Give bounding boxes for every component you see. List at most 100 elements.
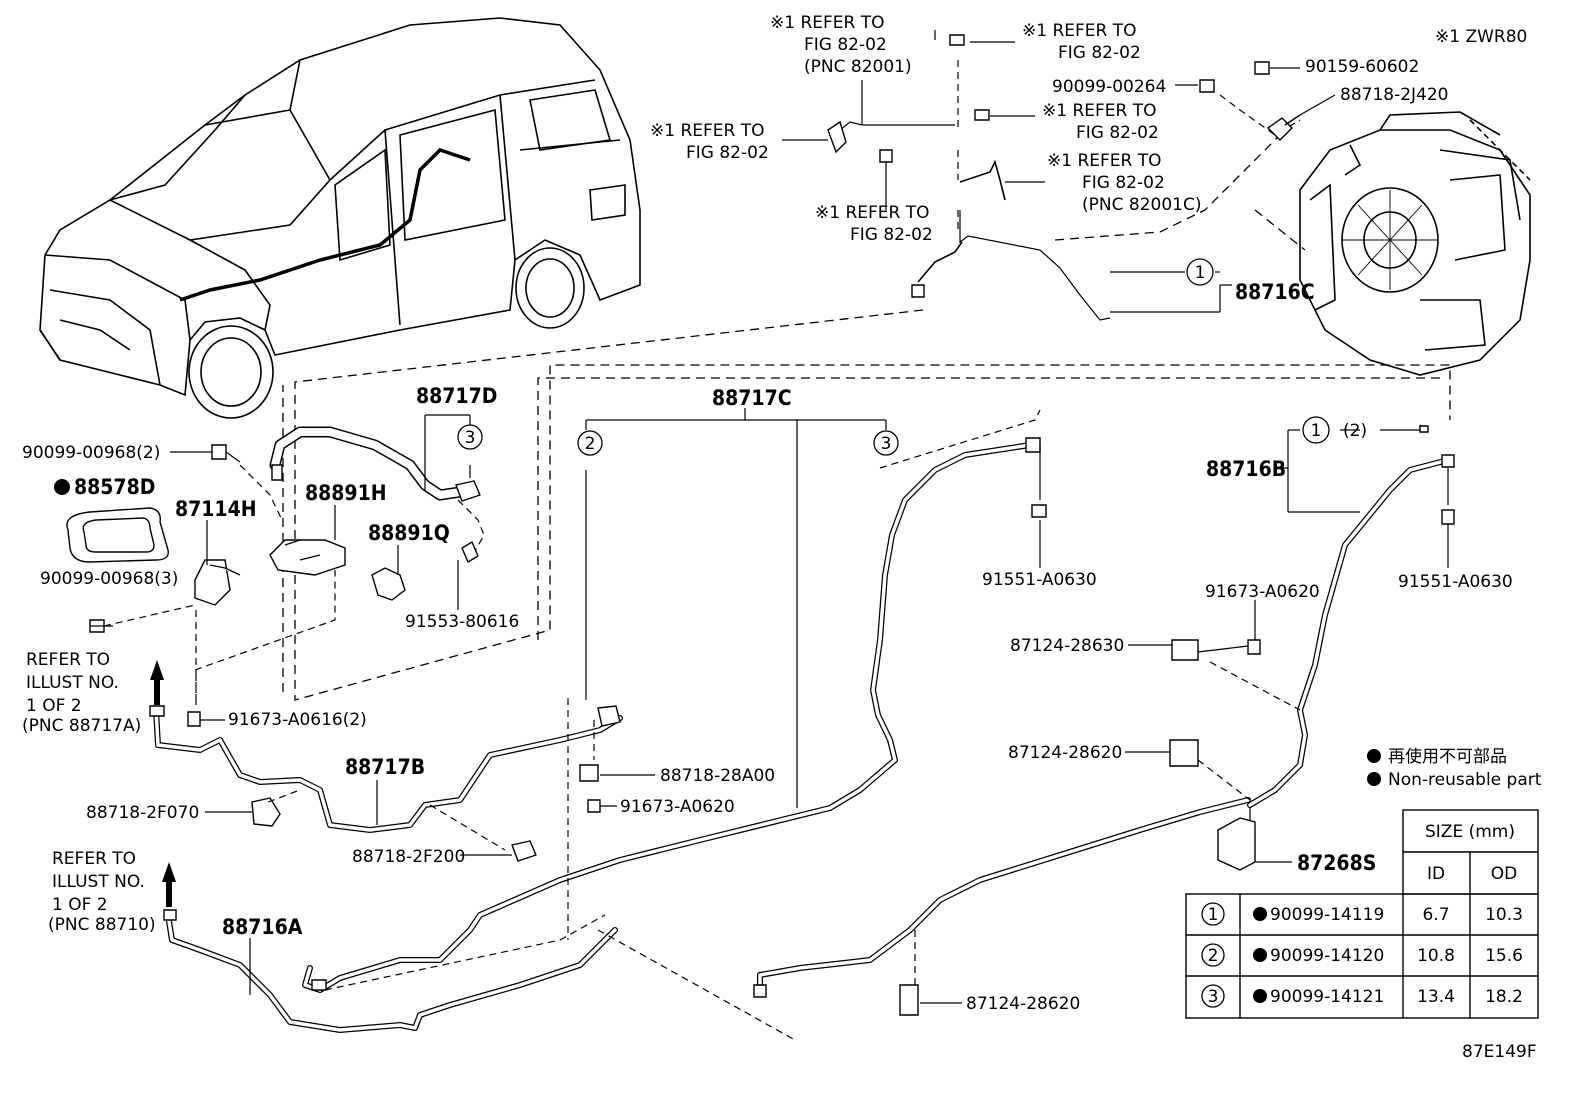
label-ref1b: ※1 REFER TO FIG 82-02 [650, 121, 769, 163]
svg-text:2: 2 [1208, 946, 1219, 966]
svg-text:1: 1 [1195, 263, 1206, 283]
table-row: 1 90099-14119 6.7 10.3 [1201, 902, 1523, 926]
label-87124-28620-a: 87124-28620 [1008, 743, 1122, 763]
label-88718-2F200: 88718-2F200 [352, 847, 465, 867]
svg-text:REFER TO: REFER TO [26, 650, 110, 670]
up-arrow-icon [162, 862, 176, 907]
svg-text:※1 REFER TO: ※1 REFER TO [1022, 21, 1137, 41]
table-row: 2 90099-14120 10.8 15.6 [1201, 943, 1523, 967]
svg-text:※1 REFER TO: ※1 REFER TO [815, 203, 930, 223]
label-ref1d: ※1 REFER TO FIG 82-02 [1022, 21, 1141, 63]
od-header: OD [1491, 864, 1517, 884]
svg-text:(PNC 82001C): (PNC 82001C) [1082, 195, 1201, 215]
size-table: SIZE (mm) ID OD 1 90099-14119 6.7 10.3 2… [1185, 809, 1539, 1019]
vehicle-illustration [39, 17, 641, 419]
label-88891Q: 88891Q [368, 521, 450, 545]
non-reusable-dot-icon [54, 479, 70, 495]
svg-text:1: 1 [1208, 905, 1219, 925]
label-91673-A0620-a: 91673-A0620 [1205, 582, 1320, 602]
label-90099-00264: 90099-00264 [1052, 77, 1166, 97]
label-refer-88710: REFER TO ILLUST NO. 1 OF 2 (PNC 88710) [48, 849, 156, 935]
svg-text:18.2: 18.2 [1485, 987, 1523, 1007]
ac-unit-illustration [1254, 111, 1531, 376]
svg-text:ILLUST NO.: ILLUST NO. [26, 673, 119, 693]
label-88717B: 88717B [345, 755, 425, 779]
label-91673-A0620-b: 91673-A0620 [620, 797, 735, 817]
non-reusable-dot-icon [1367, 772, 1381, 786]
figure-code: 87E149F [1462, 1042, 1537, 1062]
label-88716C: 88716C [1235, 280, 1315, 304]
non-reusable-dot-icon [1367, 749, 1381, 763]
label-ref1e: ※1 REFER TO FIG 82-02 [1042, 101, 1159, 143]
svg-text:1 OF 2: 1 OF 2 [52, 895, 108, 915]
svg-text:3: 3 [881, 434, 892, 454]
svg-text:ILLUST NO.: ILLUST NO. [52, 872, 145, 892]
assembly-boundaries [282, 124, 1451, 701]
up-arrow-icon [150, 660, 164, 705]
svg-text:3: 3 [1208, 987, 1219, 1007]
label-90099-00968-3: 90099-00968(3) [40, 569, 178, 589]
non-reusable-dot-icon [1253, 989, 1267, 1003]
svg-text:再使用不可部品: 再使用不可部品 [1388, 746, 1507, 767]
svg-text:10.8: 10.8 [1417, 946, 1455, 966]
callout-2-88717C: 2 [577, 430, 603, 456]
svg-text:6.7: 6.7 [1422, 905, 1449, 925]
svg-text:FIG 82-02: FIG 82-02 [850, 225, 933, 245]
svg-text:※1 REFER TO: ※1 REFER TO [1047, 151, 1162, 171]
label-zwr80: ※1 ZWR80 [1435, 27, 1527, 47]
svg-text:90099-14120: 90099-14120 [1270, 946, 1384, 966]
svg-text:10.3: 10.3 [1485, 905, 1523, 925]
label-91551-A0630-b: 91551-A0630 [1398, 572, 1513, 592]
id-header: ID [1427, 864, 1445, 884]
hose-88716A [163, 909, 796, 1041]
label-88717C: 88717C [712, 386, 792, 410]
callout-1-88716B: 1 [1302, 416, 1330, 444]
callout-1-upper: 1 [1186, 258, 1214, 286]
label-88718-28A00: 88718-28A00 [660, 766, 775, 786]
svg-text:15.6: 15.6 [1485, 946, 1523, 966]
table-row: 3 90099-14121 13.4 18.2 [1201, 984, 1523, 1008]
callout-3-88717D: 3 [457, 424, 483, 450]
svg-text:(PNC 88710): (PNC 88710) [48, 915, 156, 935]
svg-text:13.4: 13.4 [1417, 987, 1455, 1007]
callout-3-88717C: 3 [873, 430, 899, 456]
svg-text:90099-14119: 90099-14119 [1270, 905, 1384, 925]
svg-text:90099-14121: 90099-14121 [1270, 987, 1384, 1007]
label-87124-28620-b: 87124-28620 [966, 994, 1080, 1014]
label-88718-2J420: 88718-2J420 [1340, 85, 1449, 105]
label-ref1c: ※1 REFER TO FIG 82-02 [815, 203, 933, 245]
hose-88717D [269, 426, 485, 564]
label-qty-2: (2) [1343, 421, 1367, 441]
svg-text:Non-reusable part: Non-reusable part [1388, 770, 1542, 790]
svg-text:※1 REFER TO: ※1 REFER TO [1042, 101, 1157, 121]
label-ref1f: ※1 REFER TO FIG 82-02 (PNC 82001C) [1047, 151, 1201, 215]
label-refer-88717A: REFER TO ILLUST NO. 1 OF 2 (PNC 88717A) [22, 650, 141, 736]
leader-lines [90, 41, 1449, 1004]
label-88716A: 88716A [222, 915, 303, 939]
left-small-parts [66, 444, 406, 727]
label-91553-80616: 91553-80616 [405, 612, 519, 632]
label-88891H: 88891H [305, 481, 387, 505]
label-88718-2F070: 88718-2F070 [86, 803, 199, 823]
svg-text:※1 REFER TO: ※1 REFER TO [770, 13, 885, 33]
non-reusable-legend: 再使用不可部品 Non-reusable part [1367, 746, 1542, 790]
svg-text:88578D: 88578D [74, 475, 155, 499]
label-88716B: 88716B [1206, 457, 1286, 481]
svg-text:FIG 82-02: FIG 82-02 [1076, 123, 1159, 143]
svg-text:2: 2 [585, 434, 596, 454]
svg-text:(PNC 88717A): (PNC 88717A) [22, 716, 141, 736]
pipe-88717C [302, 409, 1047, 993]
non-reusable-dot-icon [1253, 907, 1267, 921]
svg-text:(PNC 82001): (PNC 82001) [804, 57, 912, 77]
svg-text:FIG 82-02: FIG 82-02 [686, 143, 769, 163]
label-ref1a: ※1 REFER TO FIG 82-02 (PNC 82001) [770, 13, 912, 77]
svg-text:1 OF 2: 1 OF 2 [26, 696, 82, 716]
label-87124-28630: 87124-28630 [1010, 636, 1124, 656]
svg-text:FIG 82-02: FIG 82-02 [1082, 173, 1165, 193]
svg-text:1: 1 [1311, 421, 1322, 441]
size-header: SIZE (mm) [1425, 822, 1515, 842]
label-87268S: 87268S [1297, 851, 1376, 875]
svg-text:3: 3 [465, 428, 476, 448]
